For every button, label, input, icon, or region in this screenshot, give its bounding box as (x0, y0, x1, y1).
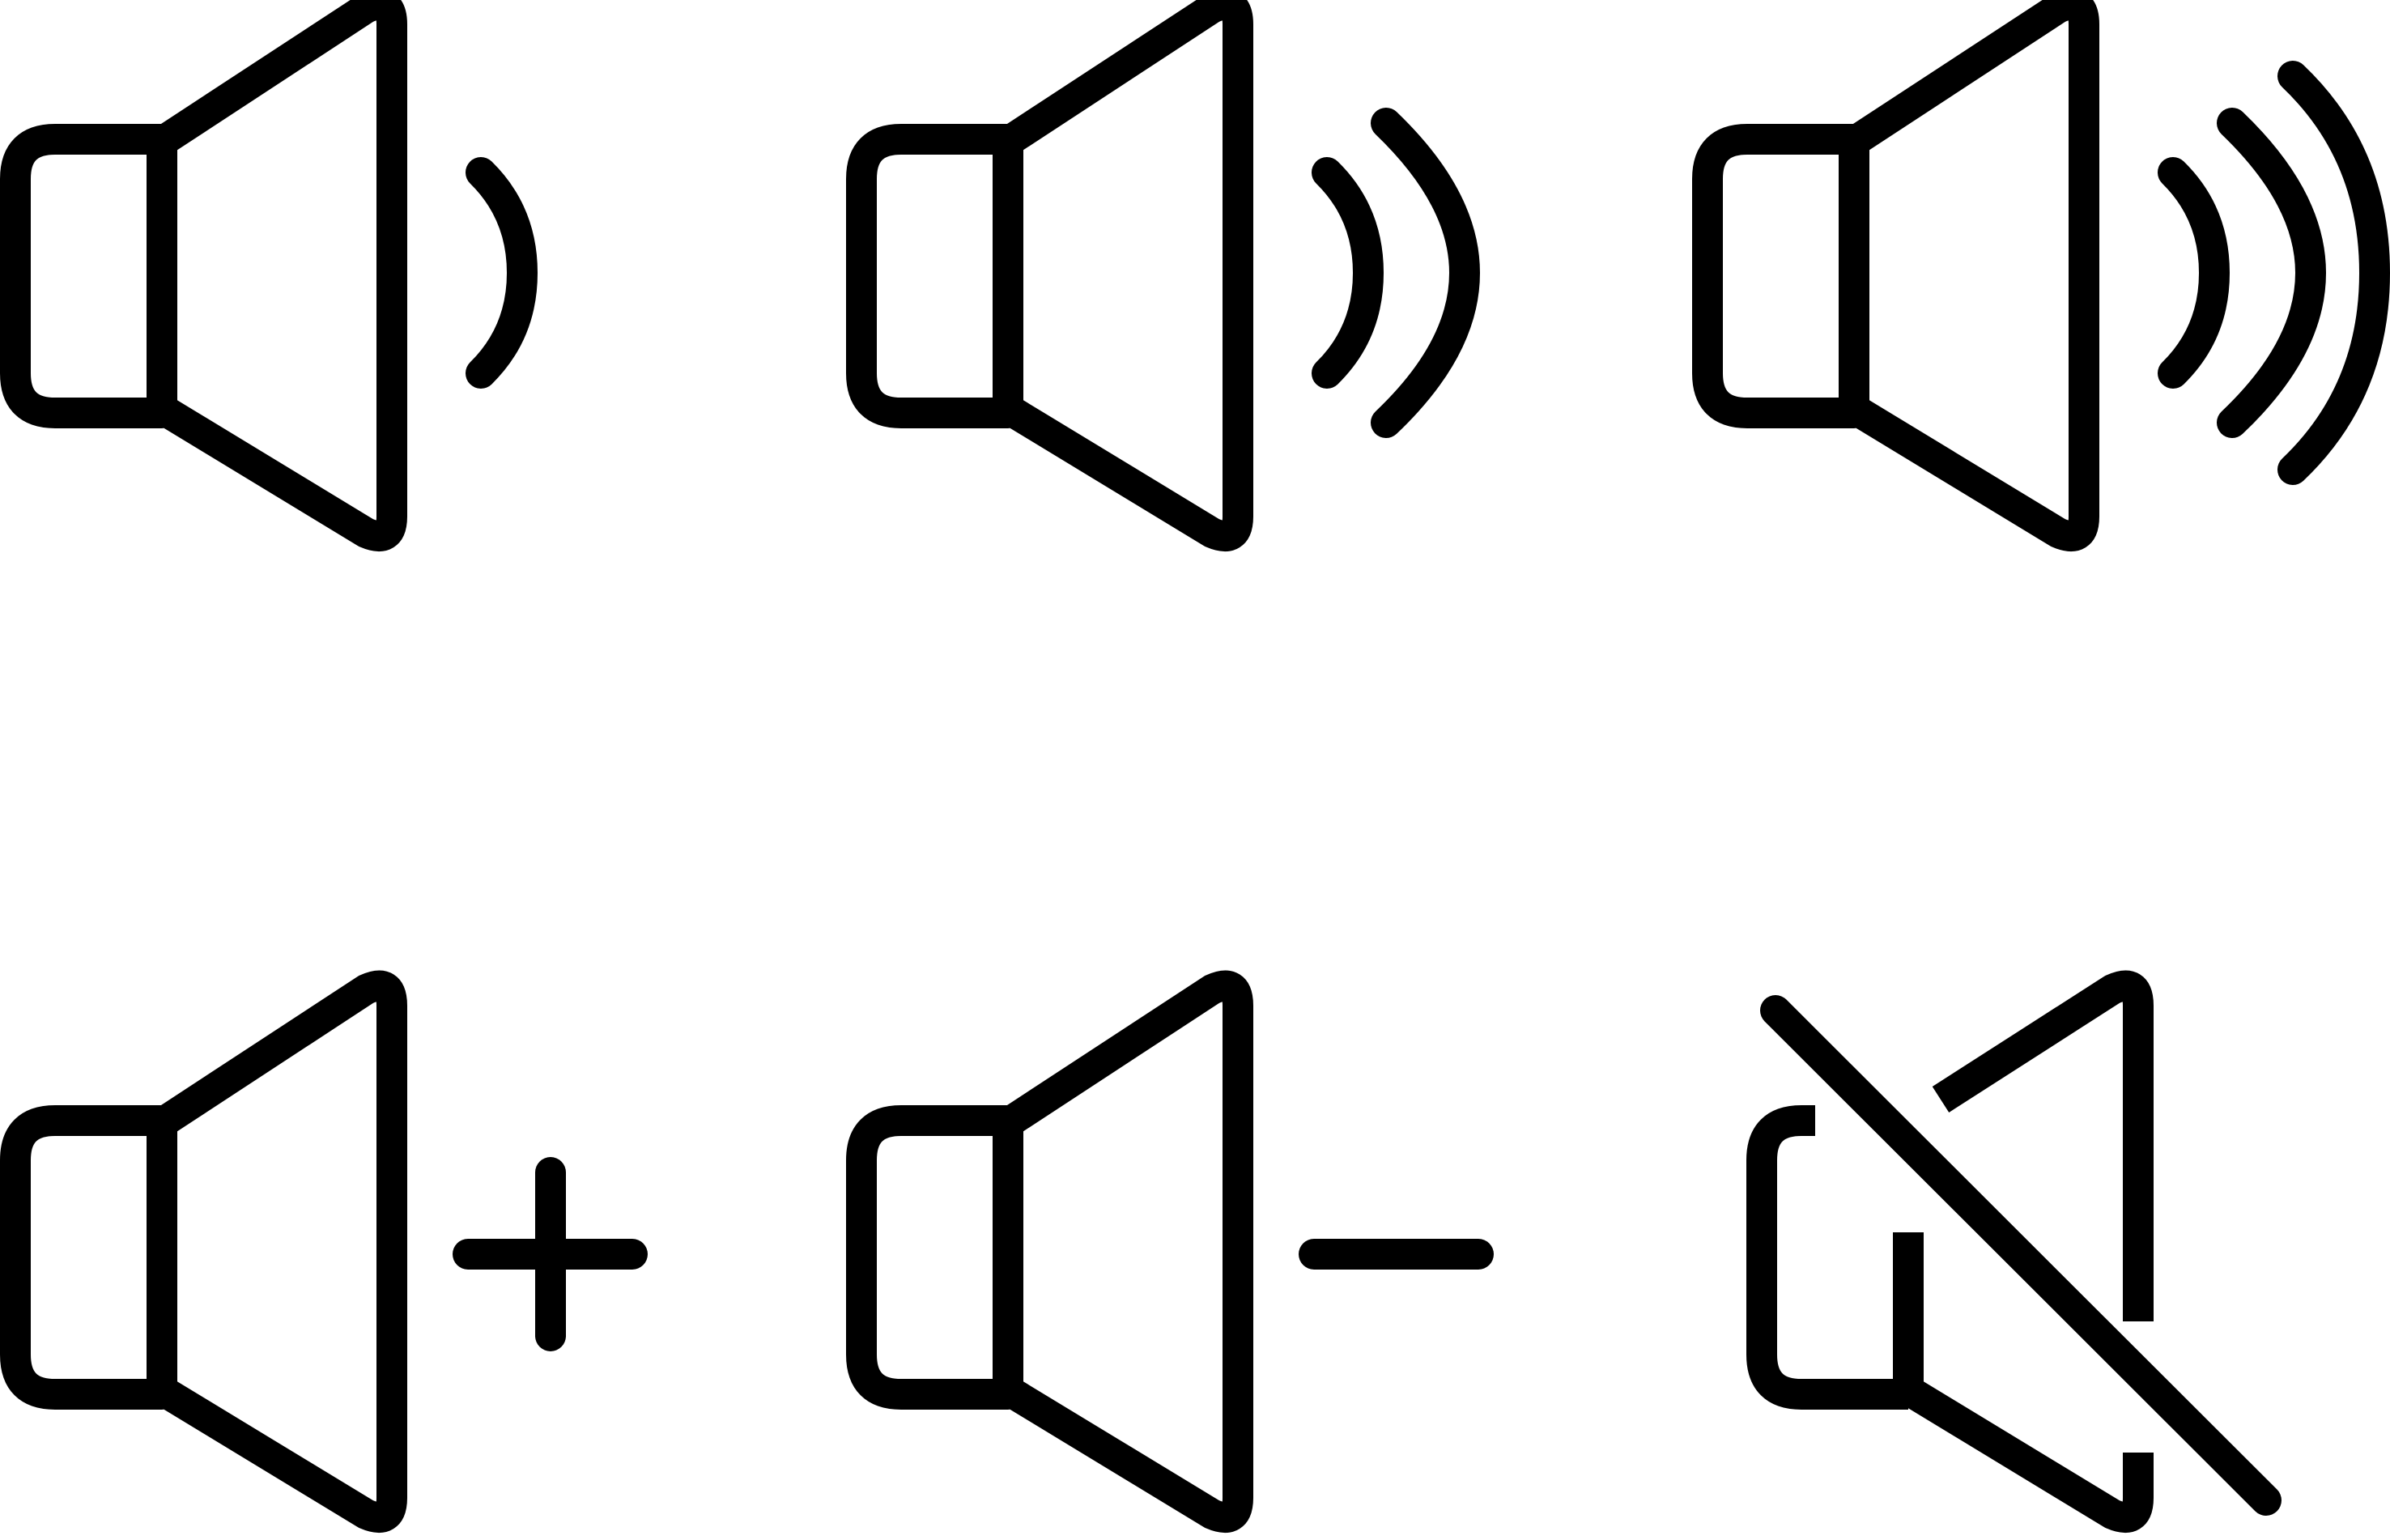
volume-medium-icon (846, 0, 1480, 551)
volume-down-icon (846, 970, 1494, 1533)
volume-low-icon (0, 0, 538, 551)
volume-up-icon (0, 970, 648, 1533)
volume-mute-icon (1746, 970, 2282, 1533)
volume-high-icon (1692, 0, 2390, 551)
